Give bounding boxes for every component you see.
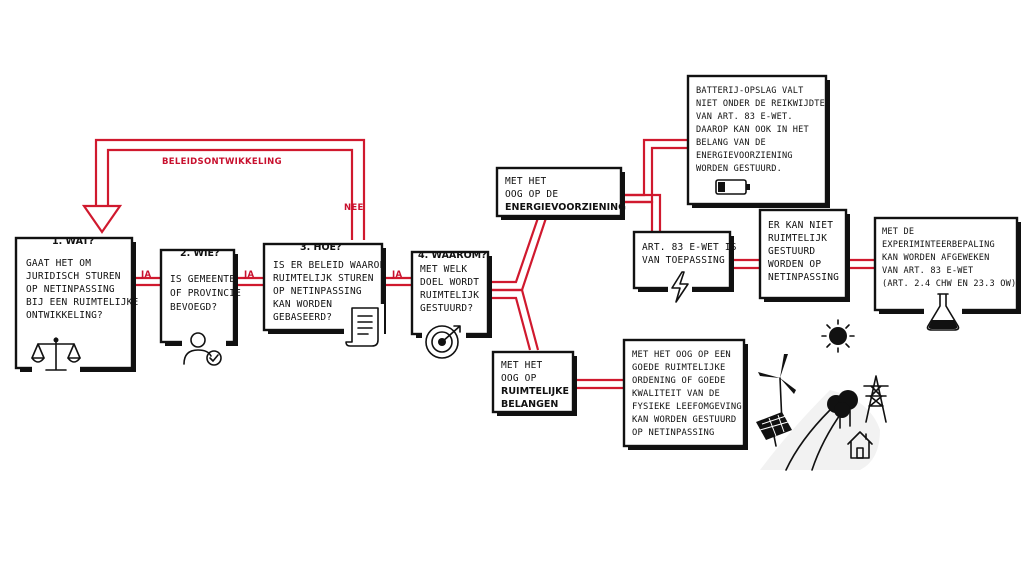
box-ordening-line: MET HET OOG OP EEN xyxy=(632,350,731,360)
ja-connector-1 xyxy=(134,276,162,287)
scales-icon xyxy=(31,334,81,374)
box-waarom-title: 4. WAAROM? xyxy=(418,250,487,261)
box-niet-sturen-line: GESTUURD xyxy=(768,246,815,257)
box-energie-bold: ENERGIEVOORZIENING xyxy=(505,202,626,213)
ja-connector-3 xyxy=(385,276,413,287)
box-art83-line: VAN TOEPASSING xyxy=(642,255,725,266)
box-hoe-line: GEBASEERD? xyxy=(273,312,332,323)
box-ordening: MET HET OOG OP EEN GOEDE RUIMTELIJKE ORD… xyxy=(622,338,748,450)
box-experiment-line: KAN WORDEN AFGEWEKEN xyxy=(882,253,989,263)
box-waarom-line: DOEL WORDT xyxy=(420,277,479,288)
box-batterij-line: ENERGIEVOORZIENING xyxy=(696,151,793,161)
box-batterij-line: DAAROP KAN OOK IN HET xyxy=(696,125,809,135)
branch-to-ruimtelijk xyxy=(490,288,540,351)
box-niet-sturen: ER KAN NIET RUIMTELIJK GESTUURD WORDEN O… xyxy=(758,208,850,302)
box-wat-line: BIJ EEN RUIMTELIJKE xyxy=(26,297,139,308)
box-ruimtelijk-bold: BELANGEN xyxy=(501,399,558,410)
lightning-icon xyxy=(668,270,692,304)
box-wie-line: OF PROVINCIE xyxy=(170,288,241,299)
box-hoe-line: IS ER BELEID WAAROP xyxy=(273,260,386,271)
ruimtelijk-to-ordening xyxy=(576,378,624,390)
scroll-icon xyxy=(344,304,384,348)
box-hoe-line: KAN WORDEN xyxy=(273,299,332,310)
policy-loop-arrowhead xyxy=(81,204,123,234)
box-hoe-title: 3. HOE? xyxy=(300,242,342,253)
box-waarom-line: RUIMTELIJK xyxy=(420,290,479,301)
box-batterij-line: BATTERIJ-OPSLAG VALT xyxy=(696,86,803,96)
box-experiment-line: VAN ART. 83 E-WET xyxy=(882,266,973,276)
box-batterij-line: VAN ART. 83 E-WET. xyxy=(696,112,793,122)
box-wie-line: BEVOEGD? xyxy=(170,302,217,313)
art83-to-niet-sturen xyxy=(733,258,760,270)
box-hoe-line: OP NETINPASSING xyxy=(273,286,362,297)
box-energie-line: OOG OP DE xyxy=(505,189,558,200)
box-art83-line: ART. 83 E-WET IS xyxy=(642,242,737,253)
battery-icon xyxy=(715,179,750,195)
policy-loop-line xyxy=(106,148,354,240)
box-wie-line: IS GEMEENTE xyxy=(170,274,235,285)
box-energie: MET HET OOG OP DE ENERGIEVOORZIENING xyxy=(495,166,626,220)
box-ordening-line: OP NETINPASSING xyxy=(632,428,714,438)
box-batterij-line: NIET ONDER DE REIKWIJDTE xyxy=(696,99,825,109)
ja-label-2: JA xyxy=(243,270,254,280)
niet-sturen-to-experiment xyxy=(847,258,875,270)
box-wat-title: 1. WAT? xyxy=(52,236,94,247)
box-wie-title: 2. WIE? xyxy=(180,248,220,259)
box-ruimtelijk-line: OOG OP xyxy=(501,373,537,384)
trees-icon xyxy=(827,390,858,429)
road-icon xyxy=(785,409,843,471)
box-niet-sturen-line: NETINPASSING xyxy=(768,272,839,283)
box-niet-sturen-line: RUIMTELIJK xyxy=(768,233,827,244)
box-ordening-line: ORDENING OF GOEDE xyxy=(632,376,725,386)
house-icon xyxy=(847,431,873,459)
energie-to-batterij xyxy=(622,138,688,204)
box-wat-line: JURIDISCH STUREN xyxy=(26,271,121,282)
box-niet-sturen-line: WORDEN OP xyxy=(768,259,821,270)
box-experiment-line: EXPERIMINTEERBEPALING xyxy=(882,240,995,250)
box-ruimtelijk-bold: RUIMTELIJKE xyxy=(501,386,569,397)
wind-turbine-icon xyxy=(758,354,796,425)
target-icon xyxy=(422,322,466,362)
sun-icon xyxy=(821,319,855,353)
box-wat-line: ONTWIKKELING? xyxy=(26,310,103,321)
box-experiment-line: (ART. 2.4 CHW EN 23.3 OW) xyxy=(882,279,1016,289)
box-ordening-line: KAN WORDEN GESTUURD xyxy=(632,415,736,425)
pylon-icon xyxy=(863,375,889,423)
connectors xyxy=(81,138,875,390)
box-niet-sturen-line: ER KAN NIET xyxy=(768,220,833,231)
ja-label-1: JA xyxy=(140,270,151,280)
box-waarom-line: GESTUURD? xyxy=(420,303,473,314)
box-ordening-line: KWALITEIT VAN DE xyxy=(632,389,720,399)
box-energie-line: MET HET xyxy=(505,176,547,187)
box-ruimtelijk-line: MET HET xyxy=(501,360,543,371)
policy-loop-line-2 xyxy=(94,138,366,240)
box-wat-line: GAAT HET OM xyxy=(26,258,91,269)
box-ordening-line: GOEDE RUIMTELIJKE xyxy=(632,363,725,373)
box-experiment-line: MET DE xyxy=(882,227,914,237)
box-batterij: BATTERIJ-OPSLAG VALT NIET ONDER DE REIKW… xyxy=(686,74,830,208)
landscape-scene xyxy=(756,319,889,471)
box-wat-line: OP NETINPASSING xyxy=(26,284,115,295)
policy-loop-label: BELEIDSONTWIKKELING xyxy=(162,157,282,167)
flask-icon xyxy=(924,292,962,332)
solar-panel-icon xyxy=(756,412,792,447)
box-ordening-line: FYSIEKE LEEFOMGEVING xyxy=(632,402,742,412)
box-ruimtelijk: MET HET OOG OP RUIMTELIJKE BELANGEN xyxy=(491,350,577,416)
nee-label: NEE xyxy=(344,203,364,213)
user-check-icon xyxy=(182,330,226,366)
ja-label-3: JA xyxy=(391,270,402,280)
box-batterij-line: BELANG VAN DE xyxy=(696,138,766,148)
ja-connector-2 xyxy=(237,276,265,287)
energie-to-art83 xyxy=(622,193,662,232)
box-batterij-line: WORDEN GESTUURD. xyxy=(696,164,782,174)
box-hoe-line: RUIMTELIJK STUREN xyxy=(273,273,374,284)
box-waarom-line: MET WELK xyxy=(420,264,467,275)
